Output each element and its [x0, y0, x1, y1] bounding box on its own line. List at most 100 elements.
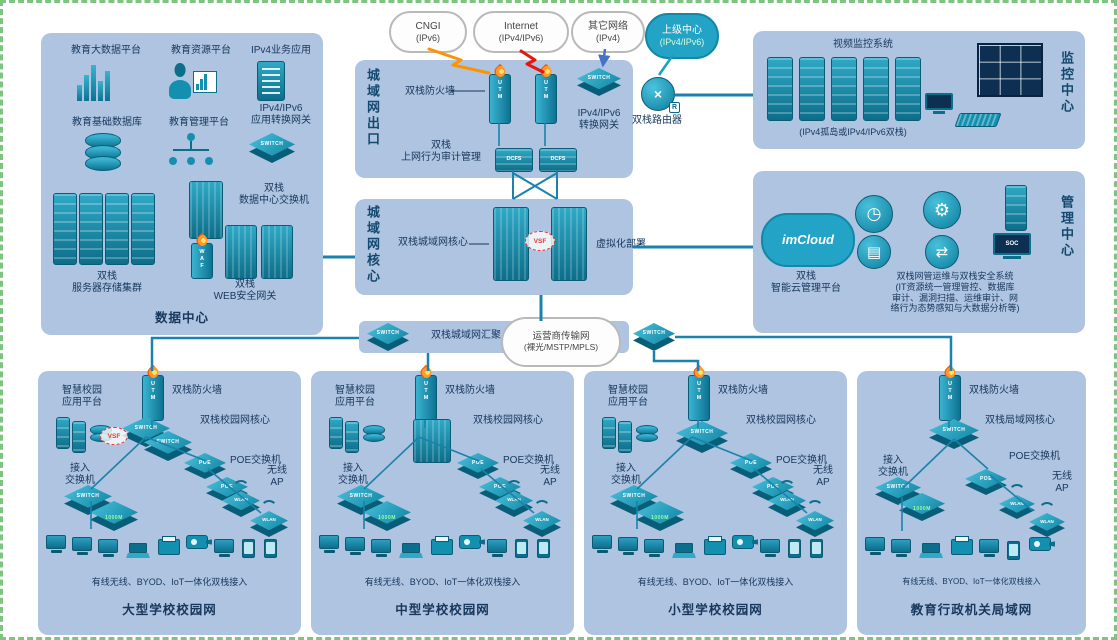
desktop-icon: [319, 535, 339, 555]
poe-badge: POE: [979, 475, 993, 482]
utm-badge: UTM: [543, 80, 549, 101]
switch-badge: SWITCH: [622, 492, 646, 499]
monitor-center-title: 监控中心: [1059, 51, 1074, 115]
cloud-other-network: 其它网络 (IPv4): [571, 3, 645, 53]
campus-firewall-icon: UTM: [415, 364, 437, 421]
poe-switch-icon: POE: [730, 453, 772, 479]
switch-badge: SWITCH: [942, 426, 966, 433]
poe-badge: POE: [471, 459, 485, 466]
cloud-internet-sub: (IPv4/IPv6): [498, 32, 544, 43]
dualstack-router-icon: R: [641, 77, 680, 113]
laptop-icon: [919, 543, 943, 559]
desktop-icon: [46, 535, 66, 555]
server-icon: [831, 57, 857, 121]
label-ipv4-island: (IPv4孤岛或IPv4/IPv6双栈): [799, 127, 907, 137]
convert-gateway-switch-icon: SWITCH: [577, 68, 621, 96]
access-switch-icon: 1000M: [363, 501, 411, 531]
keyboard-icon: [954, 113, 1002, 127]
wlan-badge: WLAN: [234, 497, 248, 503]
utm-firewall-icon: UTM: [489, 63, 511, 124]
desktop-icon: [371, 539, 391, 559]
camera-icon: [732, 535, 754, 549]
label-poe-switch: POE交换机: [1009, 451, 1061, 462]
video-wall-icon: [977, 43, 1043, 97]
label-access-switch: 接入 交换机: [338, 463, 368, 486]
mgmt-description: 双栈网管运维与双栈安全系统 (IT资源统一管理管控、数据库 审计、漏洞扫描、运维…: [890, 271, 1020, 314]
wlan-badge: WLAN: [1040, 518, 1054, 524]
utm-badge: UTM: [696, 381, 702, 402]
imcloud-icon: imCloud: [761, 205, 855, 267]
switch-icon: SWITCH: [249, 133, 295, 163]
1000m-badge: 1000M: [105, 515, 123, 522]
camera-icon: [1029, 537, 1051, 551]
wlan-badge: WLAN: [1010, 500, 1024, 506]
label-audit-mgmt: 双栈 上网行为审计管理: [401, 140, 481, 163]
wireless-ap-icon: WLAN: [250, 511, 288, 537]
web-gateway-switch-icon: [225, 225, 257, 279]
lan-core-switch-icon: SWITCH: [929, 419, 979, 449]
dcfs-badge: DCFS: [550, 156, 566, 163]
label-access-switch: 接入 交换机: [611, 463, 641, 486]
desktop-icon: [72, 537, 92, 557]
camera-icon: [186, 535, 208, 549]
switch-badge: SWITCH: [260, 140, 284, 147]
server-icon: [53, 193, 77, 265]
dcfs-device-icon: DCFS: [495, 148, 533, 172]
label-ipv4-app: IPv4业务应用: [250, 45, 311, 56]
label-campus-firewall: 双栈防火墙: [445, 385, 495, 396]
switch-badge: SWITCH: [156, 438, 180, 445]
label-dualstack-router: 双栈路由器: [632, 115, 682, 126]
laptop-icon: [126, 543, 150, 559]
phone-icon: [264, 539, 277, 558]
cloud-internet: Internet (IPv4/IPv6): [473, 3, 569, 53]
datacenter-switch-icon: [189, 181, 223, 239]
utm-badge: UTM: [423, 381, 429, 402]
monitor-screen-icon: [925, 93, 953, 117]
label-web-gateway: 双栈 WEB安全网关: [213, 279, 277, 302]
campus-core-switch-icon: SWITCH: [676, 421, 728, 453]
imcloud-text: imCloud: [782, 231, 834, 247]
switch-badge: SWITCH: [690, 429, 714, 436]
printer-icon: [158, 536, 180, 555]
core-switch-icon: [493, 207, 529, 281]
phone-icon: [1007, 541, 1020, 560]
soc-badge: SOC: [1005, 240, 1019, 247]
server-icon: [799, 57, 825, 121]
database-icon: [636, 425, 658, 453]
utm-badge: UTM: [150, 381, 156, 402]
label-exit-firewall: 双栈防火墙: [405, 86, 455, 97]
gear-icon: [923, 191, 961, 229]
desktop-icon: [98, 539, 118, 559]
wlan-badge: WLAN: [535, 517, 549, 523]
desktop-icon: [487, 539, 507, 559]
panel-monitor-center: 视频监控系统 (IPv4孤岛或IPv4/IPv6双栈) 监控中心: [753, 31, 1085, 149]
switch-badge: SWITCH: [134, 424, 158, 431]
mgmt-center-title: 管理中心: [1059, 195, 1074, 259]
cloud-upper-name: 上级中心: [662, 25, 702, 37]
laptop-icon: [399, 543, 423, 559]
dcfs-device-icon: DCFS: [539, 148, 577, 172]
waf-gateway-icon: WAF: [191, 232, 213, 279]
printer-icon: [951, 536, 973, 555]
label-access-switch: 接入 交换机: [65, 463, 95, 486]
phone-icon: [788, 539, 801, 558]
label-smart-campus-platform: 智慧校园 应用平台: [335, 385, 375, 408]
label-virtualization: 虚拟化部署: [596, 239, 646, 250]
server-icon: [79, 193, 103, 265]
campus-title: 小型学校校园网: [668, 603, 763, 617]
vsf-text: VSF: [107, 432, 121, 440]
waf-badge: WAF: [199, 249, 205, 270]
switch-badge: SWITCH: [376, 330, 400, 337]
poe-badge: POE: [744, 459, 758, 466]
desktop-icon: [345, 537, 365, 557]
laptop-icon: [672, 543, 696, 559]
label-campus-core: 双栈校园网核心: [746, 415, 816, 426]
printer-icon: [431, 536, 453, 555]
cloud-other-sub: (IPv4): [595, 32, 620, 43]
label-resource-platform: 教育资源平台: [171, 45, 231, 56]
utm-badge: UTM: [497, 80, 503, 101]
access-switch-icon: 1000M: [636, 501, 684, 531]
desktop-icon: [865, 537, 885, 557]
metro-exit-title: 城域网出口: [365, 68, 380, 148]
panel-metro-core: 城域网核心 双栈城域网核心 VSF 虚拟化部署: [355, 199, 646, 295]
